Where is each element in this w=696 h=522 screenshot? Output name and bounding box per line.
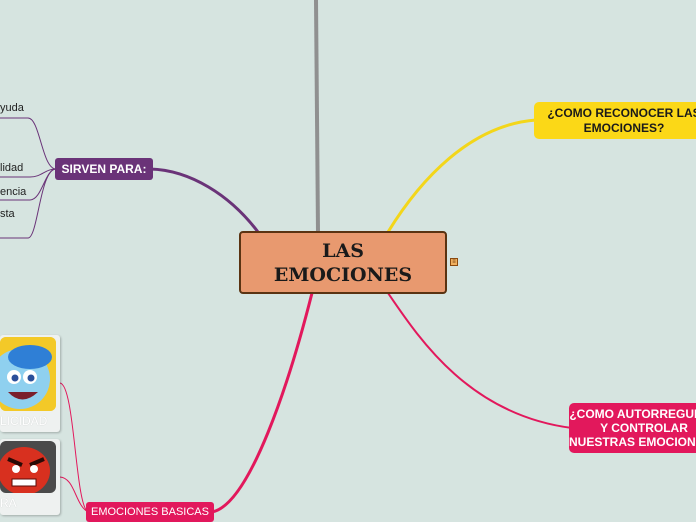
anger-face-icon	[0, 441, 56, 493]
trunk-connector	[314, 0, 320, 234]
central-topic-label: LAS EMOCIONES	[273, 239, 413, 286]
sirven-para-node[interactable]: SIRVEN PARA:	[55, 158, 153, 180]
sirven-item[interactable]: yuda	[0, 102, 24, 114]
basicas-connector	[211, 292, 314, 514]
recognize-connector	[386, 118, 537, 233]
sirven-connector	[149, 167, 260, 233]
joy-face-icon	[0, 337, 56, 411]
joy-image-label: LICIDAD	[0, 414, 48, 428]
central-topic[interactable]: LAS EMOCIONES	[239, 231, 447, 294]
sirven-para-label: SIRVEN PARA:	[61, 162, 147, 176]
joy-image-card[interactable]: LICIDAD	[0, 335, 60, 432]
recognize-emotions-node[interactable]: ¿COMO RECONOCER LAS EMOCIONES?	[534, 102, 696, 139]
emociones-basicas-label: EMOCIONES BASICAS	[91, 506, 209, 518]
sirven-item[interactable]: sta	[0, 208, 15, 220]
emociones-basicas-node[interactable]: EMOCIONES BASICAS	[86, 502, 214, 522]
note-icon[interactable]: ≡	[450, 258, 458, 266]
anger-image-label: RA	[0, 496, 17, 510]
anger-image-card[interactable]: RA	[0, 439, 60, 515]
control-emotions-node[interactable]: ¿COMO AUTORREGULAR Y CONTROLAR NUESTRAS …	[569, 403, 696, 453]
sirven-item[interactable]: encia	[0, 186, 27, 198]
control-connector	[387, 292, 573, 429]
control-emotions-label: ¿COMO AUTORREGULAR Y CONTROLAR NUESTRAS …	[569, 407, 696, 449]
sirven-item[interactable]: lidad	[0, 162, 24, 174]
recognize-emotions-label: ¿COMO RECONOCER LAS EMOCIONES?	[547, 106, 696, 135]
